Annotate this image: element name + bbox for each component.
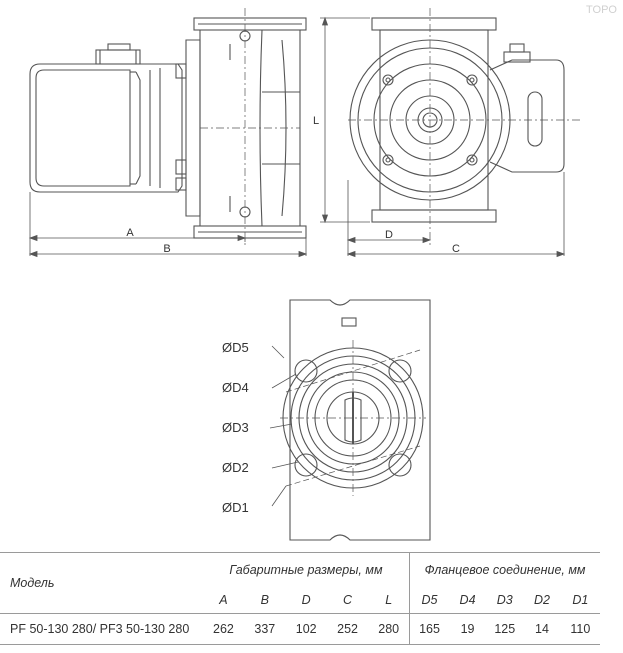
col-header-D5: D5 bbox=[409, 587, 449, 614]
col-header-D: D bbox=[301, 593, 311, 607]
model-header: Модель bbox=[0, 552, 203, 614]
label-B: B bbox=[163, 243, 170, 255]
side-dimensions bbox=[28, 192, 308, 258]
label-D4: ØD4 bbox=[222, 380, 249, 395]
pump-front-view bbox=[348, 8, 580, 246]
technical-drawing: A B L D C ØD5 ØD4 ØD3 ØD2 ØD1 bbox=[28, 8, 580, 541]
cell-A: 262 bbox=[202, 613, 245, 645]
cell-D2: 14 bbox=[523, 613, 561, 645]
label-A: A bbox=[126, 227, 134, 239]
col-header-A: A bbox=[219, 593, 228, 607]
cell-D1: 110 bbox=[560, 613, 600, 645]
col-header-D3: D3 bbox=[496, 593, 513, 607]
cell-D4: 19 bbox=[448, 613, 487, 645]
label-D5: ØD5 bbox=[222, 340, 249, 355]
label-C: C bbox=[452, 243, 460, 255]
label-D1: ØD1 bbox=[222, 500, 249, 515]
pump-side-view bbox=[29, 8, 307, 248]
flange-leaders bbox=[269, 345, 299, 507]
col-header-D2: D2 bbox=[534, 593, 550, 607]
label-D3: ØD3 bbox=[222, 420, 249, 435]
watermark: TOPO bbox=[586, 4, 617, 16]
front-dimensions bbox=[320, 16, 566, 258]
col-header-D1: D1 bbox=[572, 593, 589, 607]
flange-view bbox=[280, 299, 431, 541]
table-row: PF 50-130 280/ PF3 50-130 280 262 337 10… bbox=[0, 613, 600, 645]
specification-table: Модель Габаритные размеры, мм Фланцевое … bbox=[0, 552, 600, 645]
cell-D3: 125 bbox=[486, 613, 524, 645]
col-header-C: C bbox=[343, 593, 353, 607]
dimensions-group-header: Габаритные размеры, мм bbox=[202, 552, 410, 587]
label-L: L bbox=[313, 115, 319, 127]
col-header-L: L bbox=[385, 593, 393, 607]
cell-D: 102 bbox=[285, 613, 327, 645]
col-header-D4: D4 bbox=[459, 593, 476, 607]
cell-B: 337 bbox=[244, 613, 286, 645]
cell-D5: 165 bbox=[409, 613, 449, 645]
cell-L: 280 bbox=[368, 613, 410, 645]
cell-C: 252 bbox=[326, 613, 369, 645]
col-header-B: B bbox=[260, 593, 269, 607]
label-D: D bbox=[385, 229, 393, 241]
model-cell: PF 50-130 280/ PF3 50-130 280 bbox=[0, 613, 203, 645]
label-D2: ØD2 bbox=[222, 460, 249, 475]
flange-group-header: Фланцевое соединение, мм bbox=[409, 552, 600, 587]
